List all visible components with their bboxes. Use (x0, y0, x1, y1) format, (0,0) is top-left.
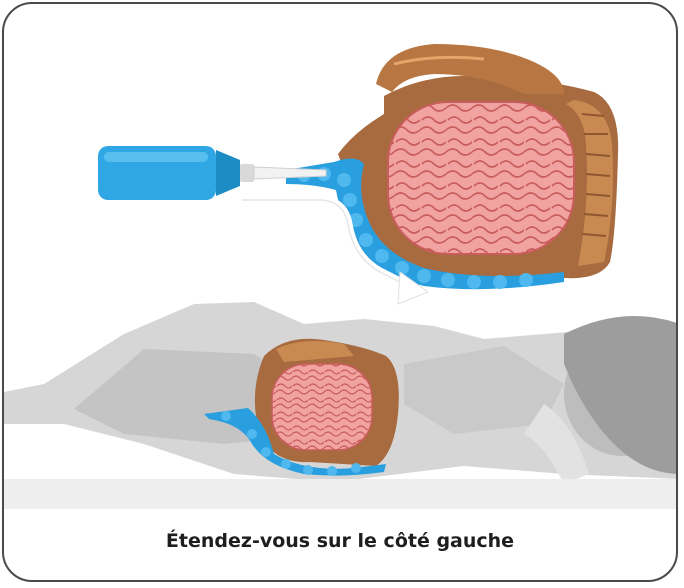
illustration (4, 4, 678, 582)
intestines-icon (286, 44, 618, 289)
illustration-card: Étendez-vous sur le côté gauche (2, 2, 678, 582)
caption: Étendez-vous sur le côté gauche (4, 530, 676, 552)
enema-bottle-icon (98, 146, 326, 200)
